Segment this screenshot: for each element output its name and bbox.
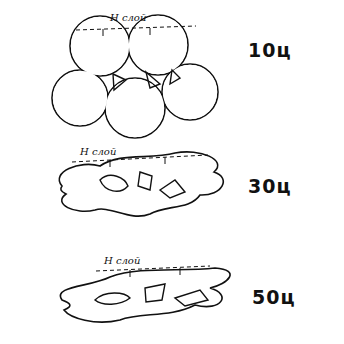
- layer-label: Н слой: [110, 12, 146, 23]
- cycle-label: 50ц: [252, 287, 296, 308]
- layer-label: Н слой: [104, 255, 140, 266]
- cycle-label: 30ц: [248, 176, 292, 197]
- layer-label: Н слой: [80, 146, 116, 157]
- cycle-label: 10ц: [248, 40, 292, 61]
